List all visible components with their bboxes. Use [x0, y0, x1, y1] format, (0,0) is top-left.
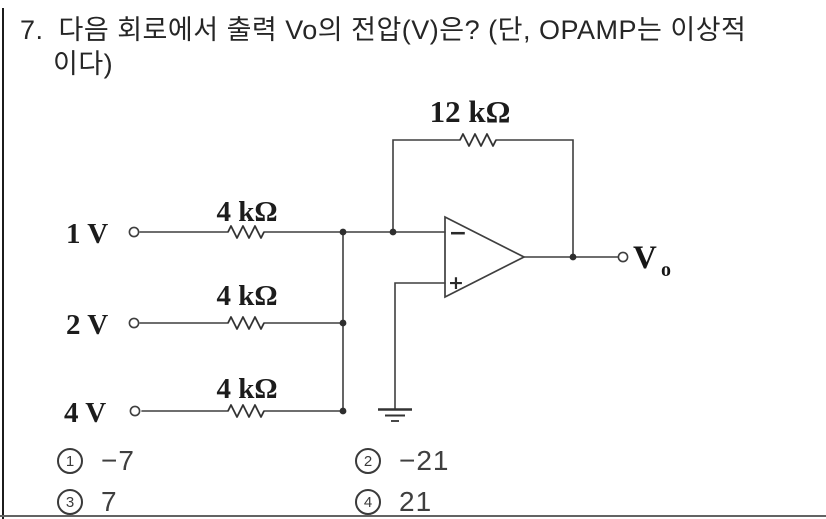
- choice-1-marker: 1: [57, 448, 83, 474]
- junction-dot: [339, 319, 347, 327]
- resistor-12k-feedback: [459, 133, 497, 147]
- choice-2-marker: 2: [355, 448, 381, 474]
- feedback-resistor-label: 12 kΩ: [430, 94, 511, 129]
- input-terminal-2v: [128, 317, 140, 329]
- question-number: 7.: [20, 15, 44, 45]
- choice-3-value: 7: [101, 486, 118, 517]
- resistors: [227, 133, 497, 418]
- source-label-4v: 4 V: [64, 397, 106, 429]
- terminals: [128, 226, 629, 417]
- opamp-noninverting-symbol: +: [448, 272, 464, 294]
- choice-4: 4 21: [355, 486, 433, 517]
- junction-dot: [339, 407, 347, 415]
- noninverting-ground-wire: [394, 282, 446, 410]
- choice-4-marker: 4: [355, 489, 381, 515]
- input-terminal-4v: [129, 405, 141, 417]
- question-text-line1: 다음 회로에서 출력 Vo의 전압(V)은? (단, OPAMP는 이상적: [58, 15, 747, 45]
- choice-1: 1 −7: [57, 445, 135, 476]
- choice-3-marker: 3: [57, 489, 83, 515]
- junction-dots: [339, 228, 577, 415]
- bottom-border-line: [0, 515, 826, 517]
- resistor-label-3: 4 kΩ: [216, 373, 277, 405]
- resistor-label-2: 4 kΩ: [216, 280, 277, 312]
- output-terminal: [617, 251, 629, 263]
- circuit-wires: [139, 139, 619, 412]
- junction-dot: [569, 253, 577, 261]
- choice-2-value: −21: [399, 445, 450, 476]
- output-label: V: [633, 240, 657, 276]
- left-border-line: [2, 8, 4, 519]
- choice-2: 2 −21: [355, 445, 450, 476]
- source-label-2v: 2 V: [66, 309, 108, 341]
- resistor-4k-3: [227, 404, 265, 418]
- junction-dot: [389, 228, 397, 236]
- ground-symbol: [378, 408, 412, 422]
- resistor-4k-1: [227, 225, 265, 239]
- choice-4-value: 21: [399, 486, 433, 517]
- opamp-inverting-symbol: −: [449, 221, 467, 246]
- choice-1-value: −7: [101, 445, 135, 476]
- choice-3: 3 7: [57, 486, 118, 517]
- source-label-1v: 1 V: [66, 218, 108, 250]
- output-label-subscript: o: [661, 259, 671, 281]
- opamp-triangle: [444, 215, 526, 299]
- input-terminal-1v: [128, 226, 140, 238]
- question-text-line2: 이다): [53, 49, 114, 79]
- feedback-wire-left: [392, 139, 461, 233]
- resistor-4k-2: [227, 316, 265, 330]
- question-block: 7. 다음 회로에서 출력 Vo의 전압(V)은? (단, OPAMP는 이상적…: [20, 13, 810, 81]
- junction-dot: [339, 228, 347, 236]
- feedback-wire-right: [495, 139, 574, 258]
- resistor-label-1: 4 kΩ: [216, 196, 277, 228]
